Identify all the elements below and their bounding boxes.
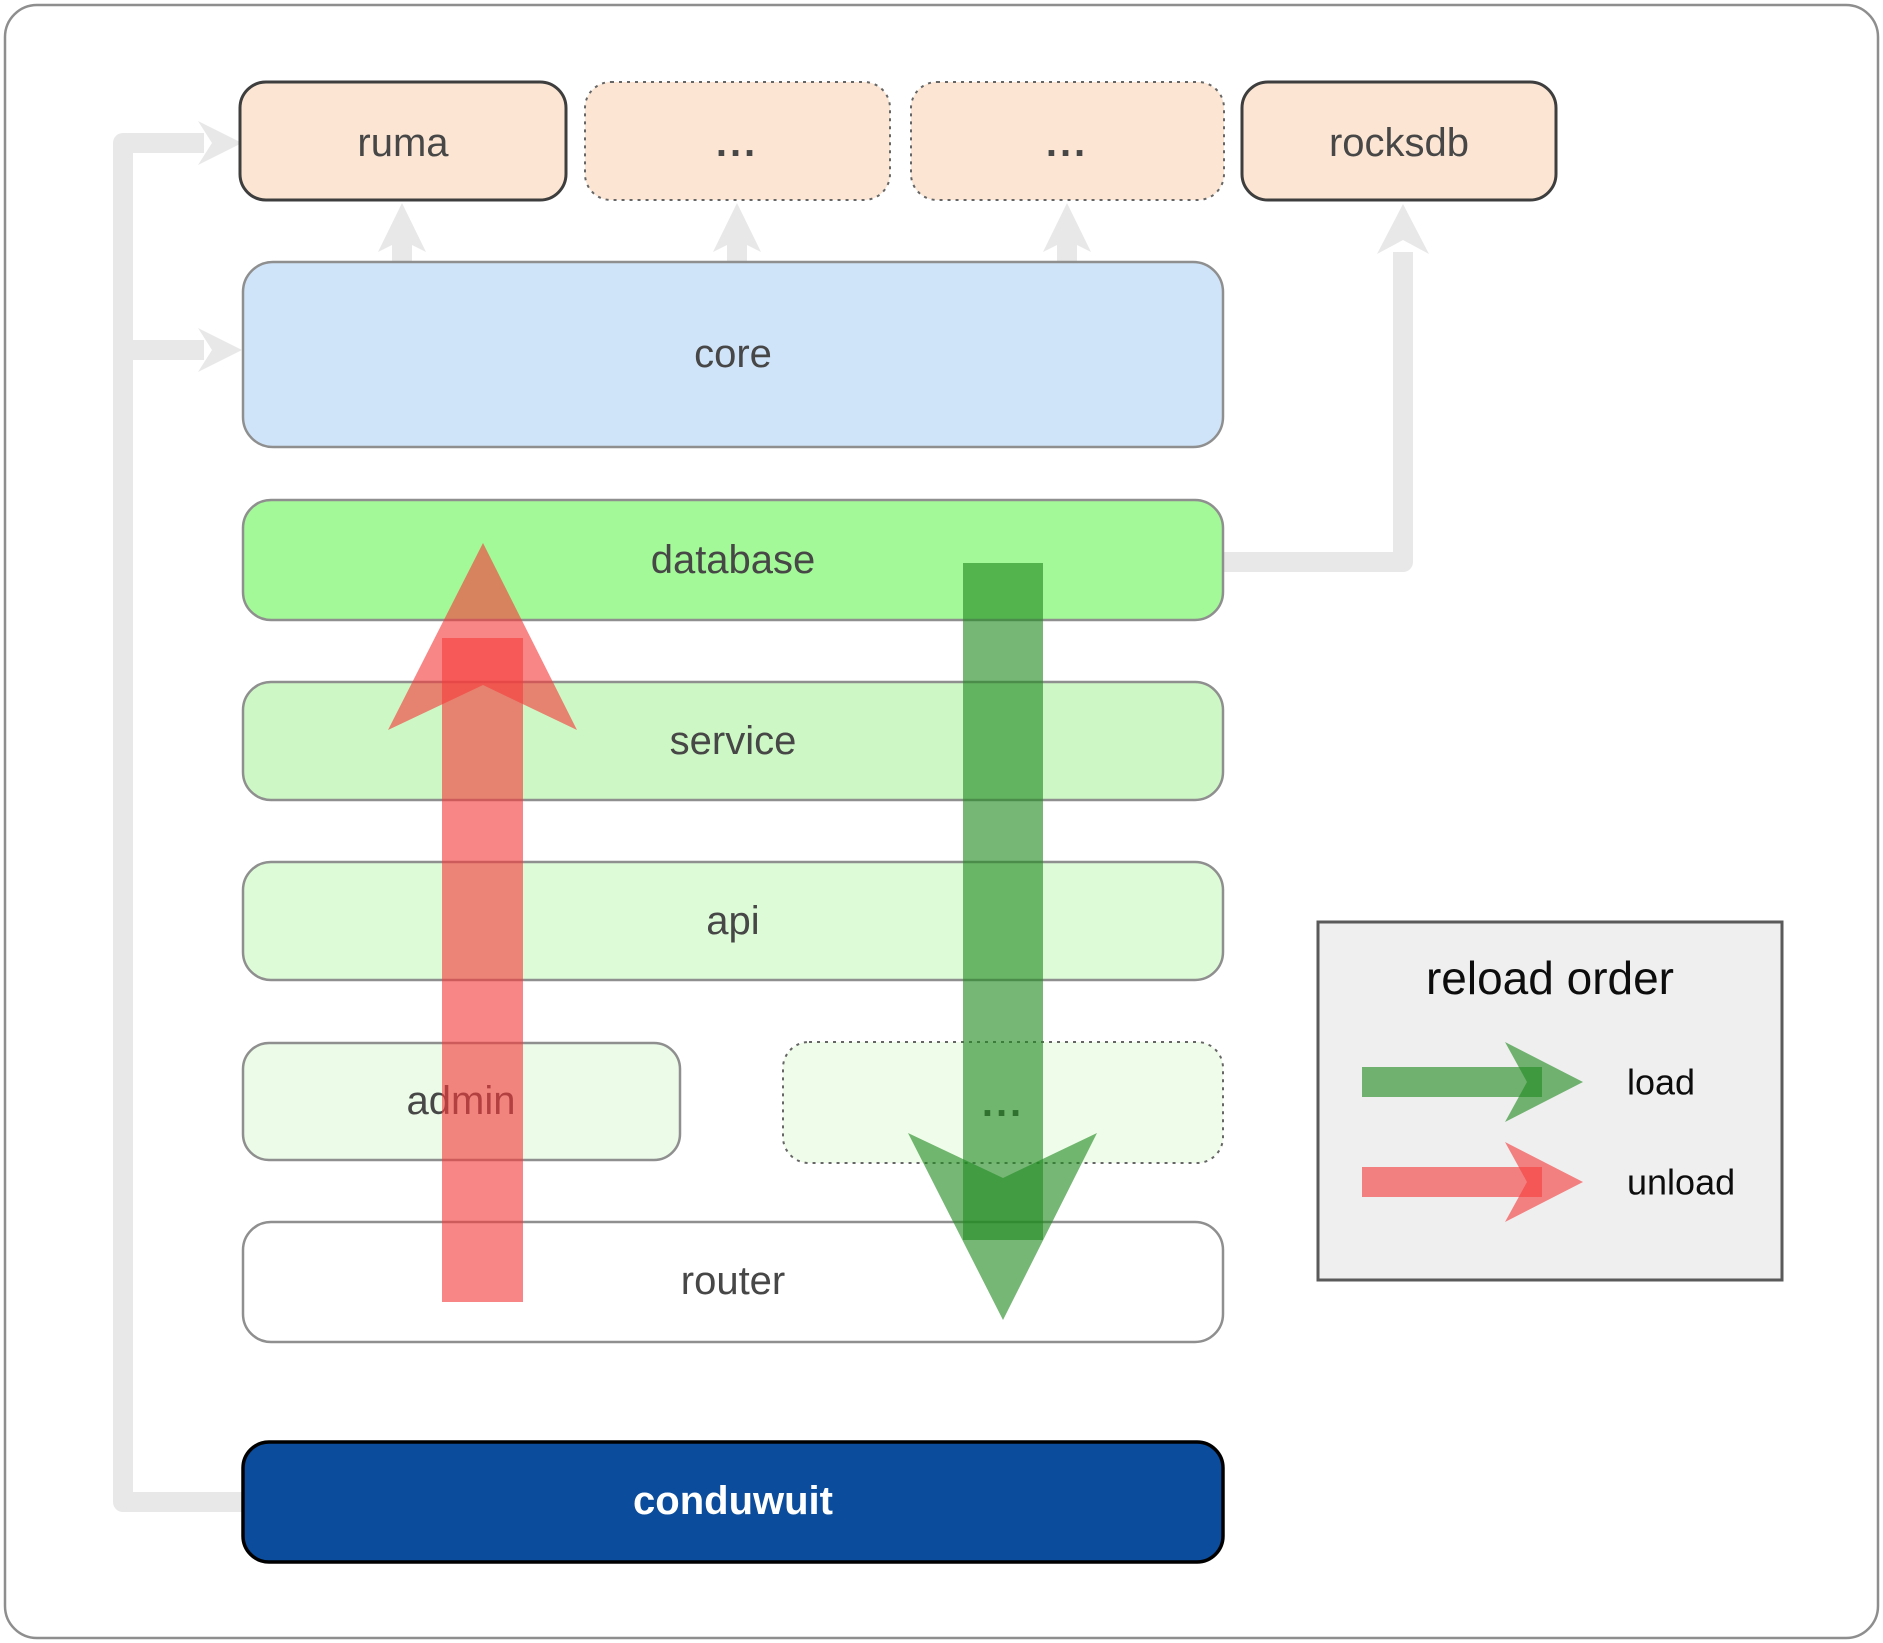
node-ellipsis-1-label: ... [716,121,758,165]
connectors [113,121,1429,1512]
node-router-label: router [681,1259,786,1303]
legend-load-arrow-icon [1362,1042,1583,1122]
node-ruma-label: ruma [357,121,449,165]
node-rocksdb: rocksdb [1240,80,1558,202]
core-to-ellipsis1-arrow-shaft [727,240,747,262]
node-database-label: database [651,538,816,582]
legend-load-label: load [1627,1062,1695,1103]
node-api-label: api [706,899,759,943]
node-ellipsis-2: ... [910,81,1225,201]
connector-conduwuit-to-ruma [113,133,243,1512]
core-to-ruma-arrow-shaft [392,240,412,262]
core-to-ellipsis2-arrowhead-icon [1043,203,1091,252]
node-conduwuit: conduwuit [241,1440,1225,1564]
arrowhead-to-rocksdb-icon [1377,204,1429,254]
legend-title: reload order [1426,952,1674,1004]
unload-arrow-shaft [442,638,523,1302]
legend-load-arrowhead-icon [1505,1042,1583,1122]
legend-unload-arrowhead-icon [1505,1142,1583,1222]
arrowhead-to-ruma-icon [198,121,242,165]
node-core-label: core [694,332,772,376]
node-service-label: service [670,719,797,763]
legend-load-arrow-shaft [1362,1067,1542,1097]
node-ellipsis-2-box [910,81,1225,201]
core-to-ruma-arrowhead-icon [378,203,426,252]
core-to-ellipsis2-arrow-shaft [1057,240,1077,262]
unload-arrowhead-icon [388,543,577,730]
node-database: database [241,498,1225,622]
node-router: router [241,1220,1225,1344]
node-ruma-box [238,80,568,202]
node-core: core [241,260,1225,449]
load-arrowhead-icon [908,1133,1097,1320]
load-arrow [908,563,1097,1320]
node-ruma: ruma [238,80,568,202]
legend: reload order load unload [1316,920,1784,1282]
connector-database-to-rocksdb [1223,252,1413,572]
node-ellipsis-1-box [584,81,891,201]
load-arrow-shaft [963,563,1043,1240]
node-service: service [241,680,1225,802]
node-api: api [241,860,1225,982]
node-ellipsis-2-label: ... [1046,121,1088,165]
node-ellipsis-1: ... [584,81,891,201]
legend-unload-arrow-icon [1362,1142,1583,1222]
legend-unload-arrow-shaft [1362,1167,1542,1197]
node-conduwuit-box [241,1440,1225,1564]
node-core-box [241,260,1225,449]
arrowhead-to-core-icon [198,328,242,372]
node-rocksdb-label: rocksdb [1329,121,1469,165]
node-rocksdb-box [1240,80,1558,202]
legend-unload-label: unload [1627,1162,1735,1203]
core-to-ellipsis1-arrowhead-icon [713,203,761,252]
legend-box [1316,920,1784,1282]
unload-arrow [388,543,577,1302]
node-conduwuit-label: conduwuit [633,1479,833,1523]
page-border [3,3,1880,1640]
